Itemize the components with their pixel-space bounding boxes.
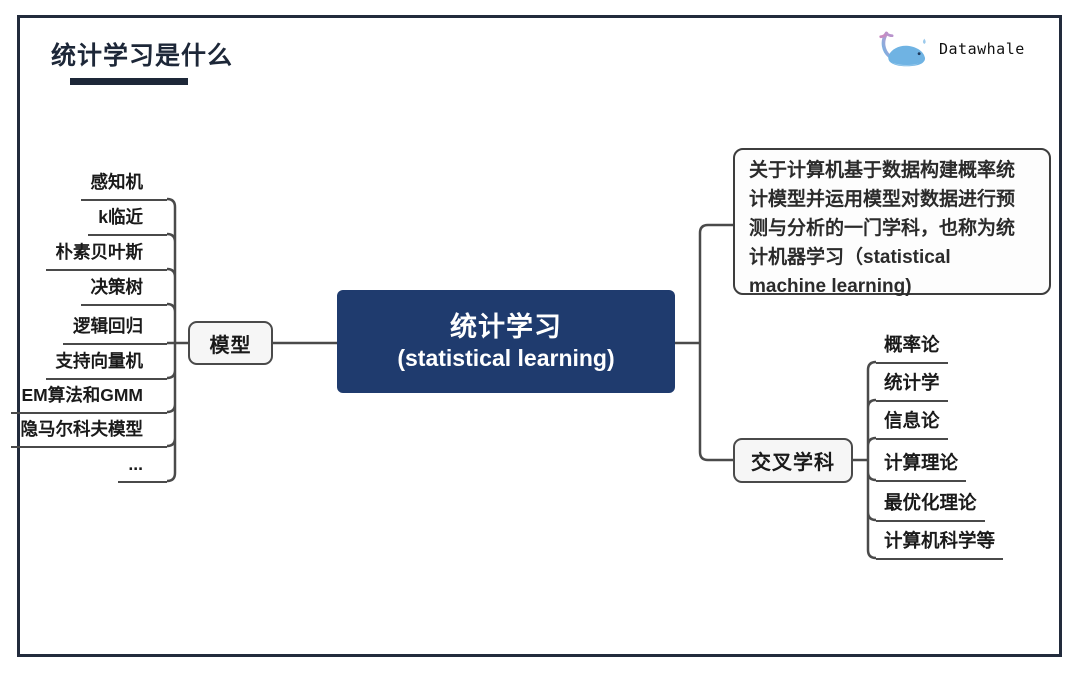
- model-item-naive-bayes: 朴素贝叶斯: [45, 237, 167, 271]
- cross-item-optimization-theory: 最优化理论: [876, 486, 985, 522]
- slide-border: [17, 15, 1062, 657]
- model-item-ellipsis: ...: [118, 449, 167, 483]
- model-item-svm: 支持向量机: [45, 346, 167, 380]
- cross-item-computation-theory: 计算理论: [876, 446, 967, 482]
- title-underline: [70, 78, 188, 85]
- model-item-logistic-regression: 逻辑回归: [63, 311, 167, 345]
- node-model: 模型: [188, 321, 273, 365]
- page-title: 统计学习是什么: [51, 42, 234, 70]
- model-item-knn: k临近: [88, 202, 167, 236]
- cross-item-computer-science: 计算机科学等: [876, 524, 1004, 560]
- definition-note: 关于计算机基于数据构建概率统 计模型并运用模型对数据进行预 测与分析的一门学科，…: [733, 148, 1051, 297]
- model-item-perceptron: 感知机: [80, 167, 167, 201]
- model-item-hmm: 隐马尔科夫模型: [10, 414, 167, 448]
- root-title-zh: 统计学习: [450, 311, 562, 342]
- datawhale-logo: Datawhale: [875, 26, 1045, 70]
- cross-item-probability: 概率论: [876, 328, 948, 364]
- cross-item-statistics: 统计学: [876, 366, 948, 402]
- brand-name: Datawhale: [939, 40, 1025, 58]
- whale-icon: [879, 31, 926, 67]
- root-title-en: (statistical learning): [397, 344, 615, 371]
- node-cross-discipline: 交叉学科: [733, 438, 853, 483]
- root-node-statistical-learning: 统计学习 (statistical learning): [337, 290, 675, 393]
- cross-item-information-theory: 信息论: [876, 404, 948, 440]
- model-item-decision-tree: 决策树: [80, 272, 167, 306]
- model-item-em-gmm: EM算法和GMM: [11, 380, 167, 414]
